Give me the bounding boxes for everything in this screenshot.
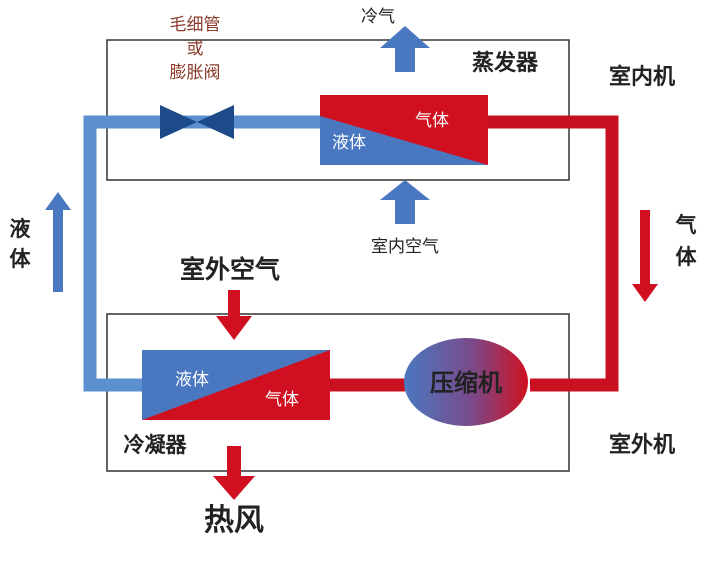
- right-gas-label-2: 体: [676, 245, 698, 269]
- indoor-air-label: 室内空气: [371, 237, 439, 257]
- condenser-liquid-label: 液体: [175, 370, 209, 390]
- left-liquid-label-1: 液: [10, 217, 31, 241]
- outdoor-air-arrow-icon: [216, 290, 252, 340]
- indoor-air-arrow-icon: [380, 180, 430, 224]
- cold-air-label: 冷气: [361, 7, 395, 27]
- gas-pipe-evaporator-to-compressor: [488, 115, 619, 392]
- hot-wind-arrow-icon: [213, 446, 255, 500]
- condenser-label: 冷凝器: [124, 433, 188, 457]
- condenser-block: [142, 350, 330, 420]
- evaporator-label: 蒸发器: [472, 50, 539, 76]
- evaporator-block: [320, 95, 488, 165]
- outdoor-unit-box: [106, 313, 570, 472]
- capillary-label-line1: 毛细管: [170, 15, 221, 35]
- outdoor-unit-label: 室外机: [609, 432, 675, 458]
- evaporator-liquid-label: 液体: [332, 133, 366, 153]
- indoor-unit-box: [106, 39, 570, 181]
- condenser-gas-label: 气体: [265, 390, 299, 410]
- compressor-label: 压缩机: [430, 369, 502, 397]
- left-liquid-label-2: 体: [10, 247, 32, 271]
- liquid-flow-up-arrow-icon: [45, 192, 71, 292]
- hot-wind-label: 热风: [204, 503, 264, 538]
- cold-air-arrow-icon: [380, 26, 430, 72]
- liquid-pipe: [83, 115, 320, 392]
- evaporator-gas-label: 气体: [415, 111, 449, 131]
- outdoor-air-label: 室外空气: [180, 255, 280, 284]
- indoor-unit-label: 室内机: [609, 64, 675, 90]
- gas-flow-down-arrow-icon: [632, 210, 658, 302]
- compressor-block: [404, 338, 528, 426]
- right-gas-label-1: 气: [675, 213, 697, 237]
- capillary-label-line3: 膨胀阀: [170, 63, 221, 83]
- capillary-label-line2: 或: [187, 39, 204, 59]
- expansion-valve-icon: [160, 105, 234, 139]
